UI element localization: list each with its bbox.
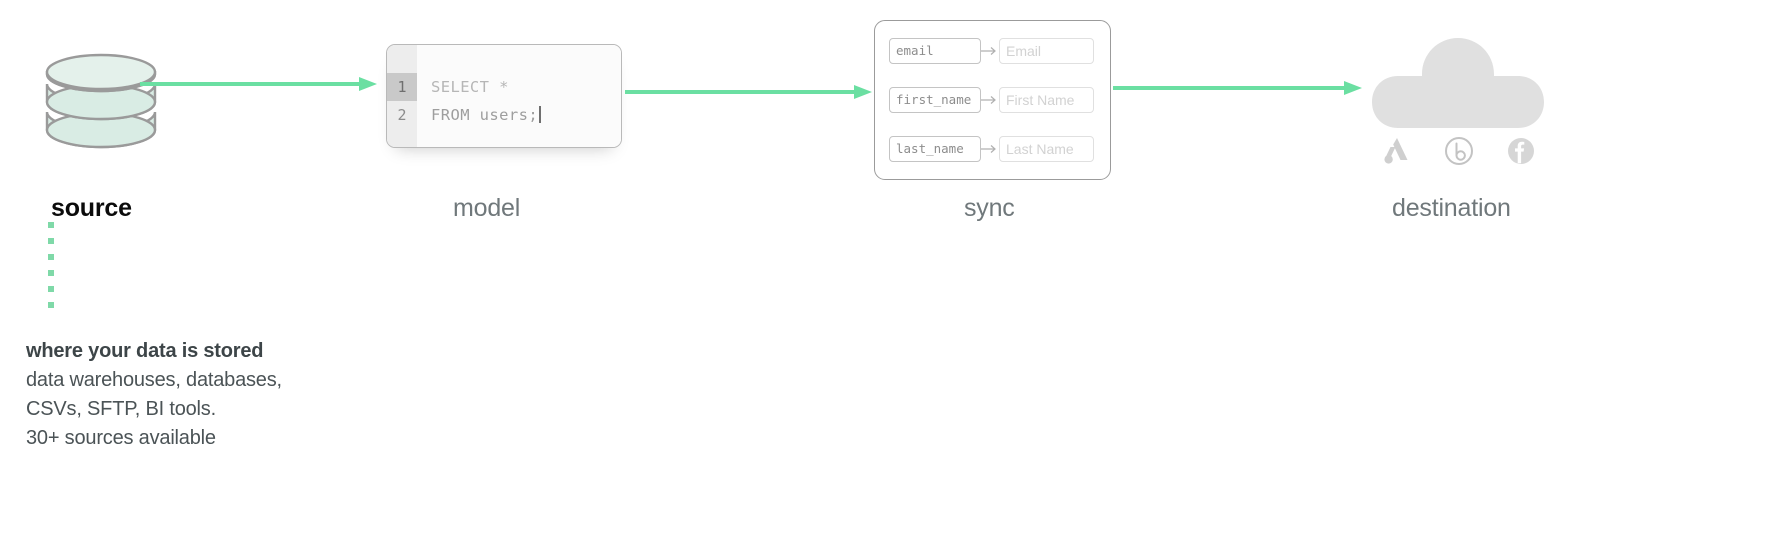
destination-field-last-name[interactable]: Last Name (999, 136, 1094, 162)
mapping-row: first_name First Name (889, 86, 1096, 114)
sql-editor-panel[interactable]: 1 2 SELECT * FROM users; (386, 44, 622, 148)
stage-caption-model: model (453, 194, 521, 222)
map-arrow-icon (981, 46, 999, 56)
source-field-first-name[interactable]: first_name (889, 87, 981, 113)
code-line-2-text: FROM users; (431, 106, 539, 124)
source-field-email[interactable]: email (889, 38, 981, 64)
arrow-head (359, 77, 377, 91)
line-number-2: 2 (397, 106, 407, 124)
arrow-source-to-model (140, 77, 377, 91)
mapping-row: email Email (889, 37, 1096, 65)
cloud-icon (1370, 28, 1546, 148)
arrow-model-to-sync (625, 85, 872, 99)
code-line-2: FROM users; (431, 101, 621, 129)
field-mapping-panel[interactable]: email Email first_name First Name last_n… (874, 20, 1111, 180)
map-arrow-icon (981, 144, 999, 154)
source-dotted-connector (48, 222, 54, 308)
stage-caption-sync: sync (964, 194, 1015, 222)
source-description: where your data is stored data warehouse… (26, 337, 446, 453)
database-cylinder-icon (45, 52, 157, 152)
facebook-logo (1504, 134, 1538, 168)
arrow-head (1344, 81, 1362, 95)
connector-dot (48, 254, 54, 260)
editor-gutter: 1 2 (387, 45, 417, 147)
arrow-shaft (1113, 86, 1345, 90)
code-line-1: SELECT * (431, 78, 509, 96)
arrow-shaft (140, 82, 360, 86)
arrow-sync-to-destination (1113, 81, 1362, 95)
source-description-line-2: CSVs, SFTP, BI tools. (26, 398, 216, 420)
destination-logo-row (1380, 134, 1538, 168)
braze-logo (1442, 134, 1476, 168)
editor-code-area[interactable]: SELECT * FROM users; (417, 45, 621, 147)
stage-caption-source: source (51, 194, 132, 222)
connector-dot (48, 222, 54, 228)
source-description-line-1: data warehouses, databases, (26, 369, 282, 391)
destination-field-email[interactable]: Email (999, 38, 1094, 64)
connector-dot (48, 270, 54, 276)
source-description-title: where your data is stored (26, 340, 264, 362)
connector-dot (48, 286, 54, 292)
source-description-line-3: 30+ sources available (26, 427, 216, 449)
arrow-head (854, 85, 872, 99)
text-caret (539, 106, 541, 123)
arrow-shaft (625, 90, 855, 94)
map-arrow-icon (981, 95, 999, 105)
stage-caption-destination: destination (1392, 194, 1511, 222)
line-number-1: 1 (387, 73, 417, 101)
destination-field-first-name[interactable]: First Name (999, 87, 1094, 113)
connector-dot (48, 238, 54, 244)
source-field-last-name[interactable]: last_name (889, 136, 981, 162)
connector-dot (48, 302, 54, 308)
mapping-row: last_name Last Name (889, 135, 1096, 163)
google-ads-logo (1380, 134, 1414, 168)
